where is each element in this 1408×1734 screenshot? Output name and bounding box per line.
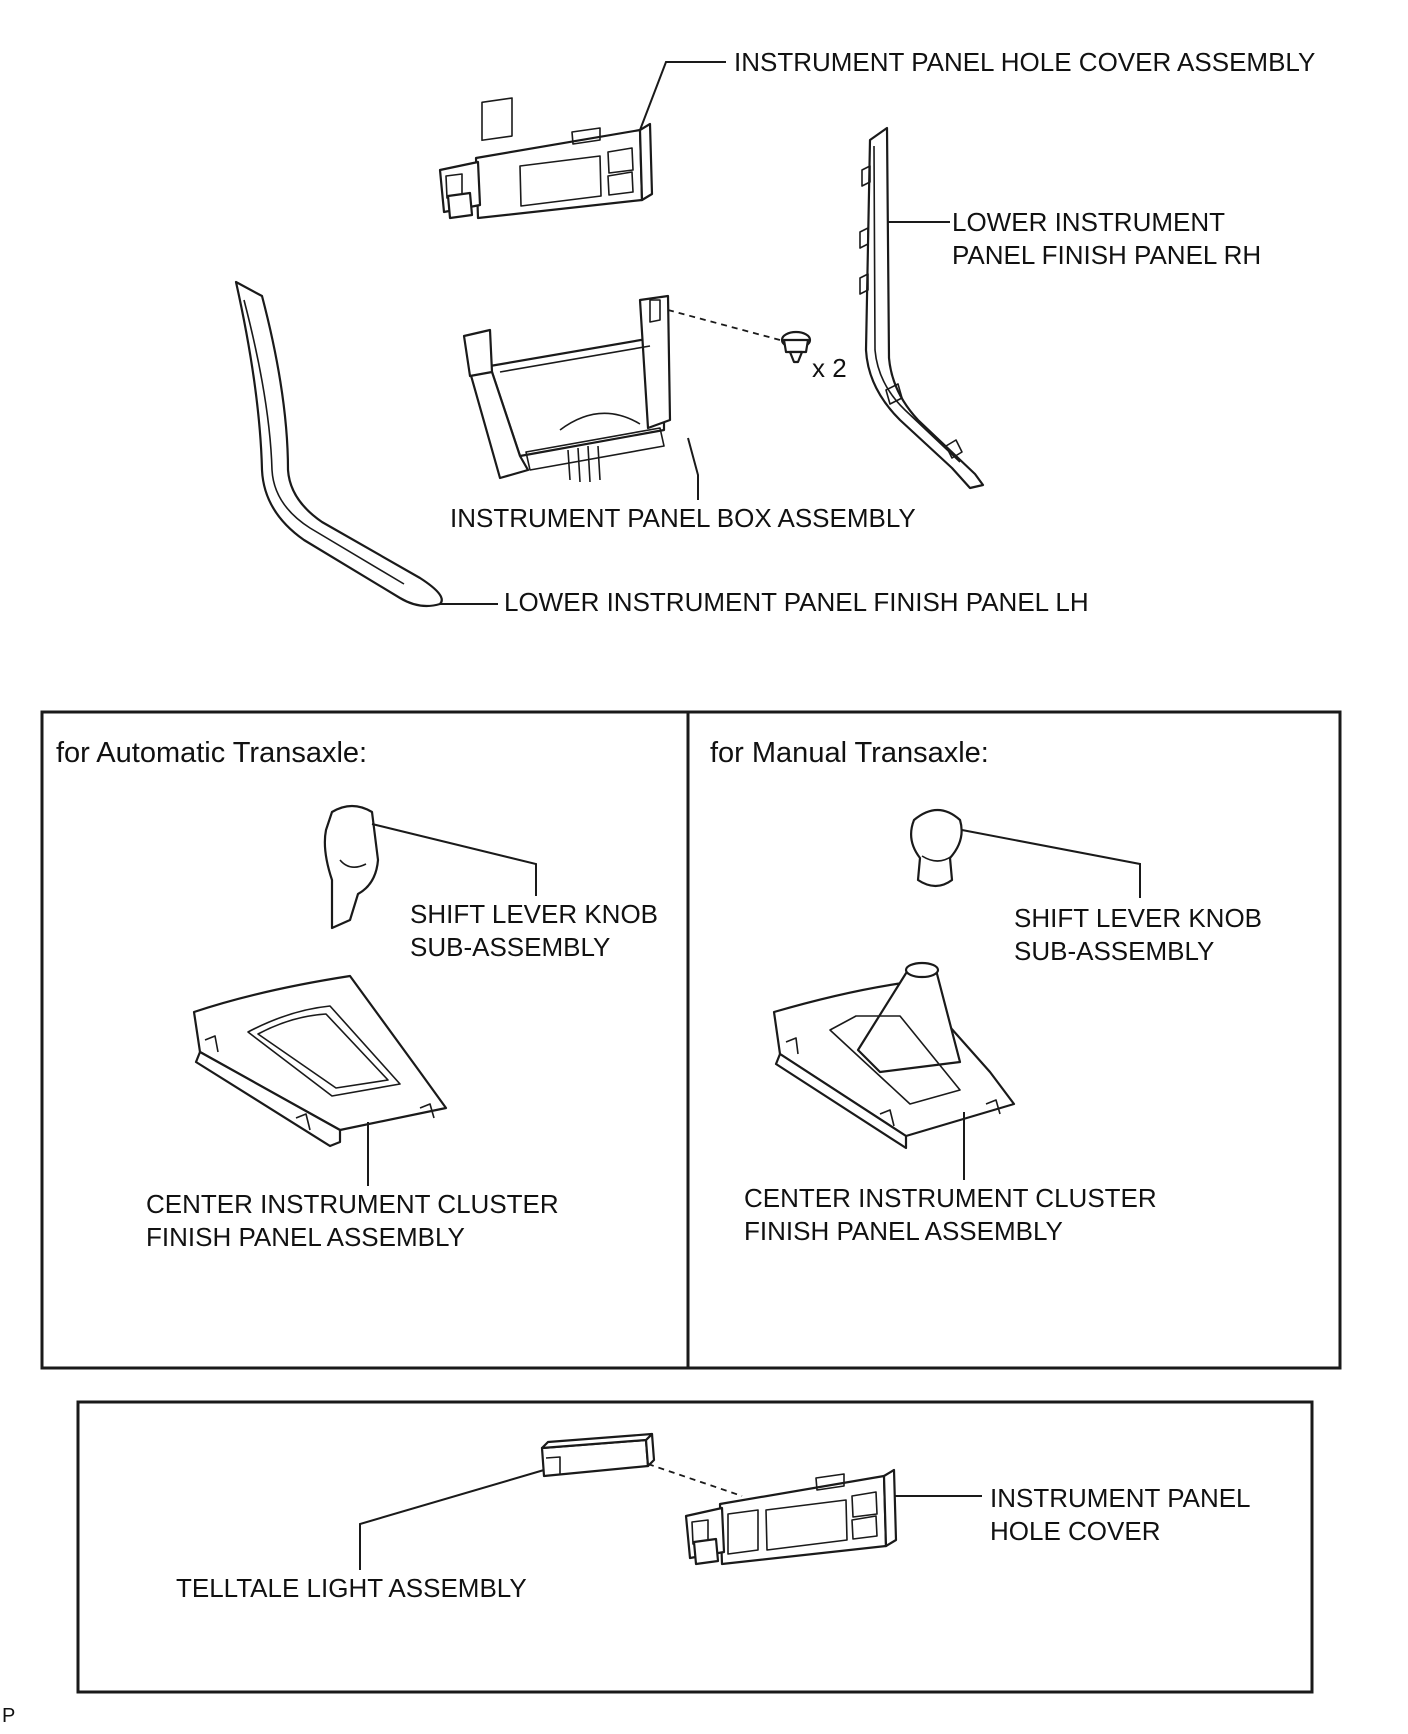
automatic-knob-label-line2: SUB-ASSEMBLY [410, 932, 611, 962]
manual-knob-label-line2: SUB-ASSEMBLY [1014, 936, 1215, 966]
manual-transaxle-header: for Manual Transaxle: [710, 737, 989, 769]
hole-cover-assembly-label: INSTRUMENT PANEL HOLE COVER ASSEMBLY [734, 47, 1316, 77]
screw-drawing [780, 330, 812, 364]
lower-finish-rh-label-line2: PANEL FINISH PANEL RH [952, 240, 1262, 270]
automatic-transaxle-header: for Automatic Transaxle: [56, 737, 368, 769]
hole-cover-drawing [684, 1468, 898, 1566]
automatic-shift-knob-drawing [323, 804, 380, 930]
bottom-leader-lines [359, 1469, 982, 1570]
manual-shift-knob-drawing [909, 808, 963, 888]
hole-cover-label-line2: HOLE COVER [990, 1516, 1161, 1546]
telltale-frame [76, 1400, 1314, 1694]
manual-cluster-label-line1: CENTER INSTRUMENT CLUSTER [744, 1183, 1157, 1213]
automatic-knob-label-line1: SHIFT LEVER KNOB [410, 899, 659, 929]
screw-quantity-label: x 2 [812, 353, 847, 383]
hole-cover-assembly-drawing [438, 97, 654, 220]
panel-box-assembly-label: INSTRUMENT PANEL BOX ASSEMBLY [450, 503, 916, 533]
automatic-cluster-label-line2: FINISH PANEL ASSEMBLY [146, 1222, 465, 1252]
telltale-light-drawing [540, 1432, 656, 1478]
lower-finish-lh-label: LOWER INSTRUMENT PANEL FINISH PANEL LH [504, 587, 1089, 617]
automatic-cluster-label-line1: CENTER INSTRUMENT CLUSTER [146, 1189, 559, 1219]
lower-finish-rh-label-line1: LOWER INSTRUMENT [952, 207, 1225, 237]
manual-cluster-label-line2: FINISH PANEL ASSEMBLY [744, 1216, 1063, 1246]
manual-knob-label-line1: SHIFT LEVER KNOB [1014, 903, 1263, 933]
telltale-light-label: TELLTALE LIGHT ASSEMBLY [176, 1573, 527, 1603]
automatic-cluster-panel-drawing [192, 974, 448, 1148]
lower-finish-panel-rh-drawing [859, 126, 985, 490]
corner-mark: P [2, 1705, 16, 1727]
manual-transaxle-frame [686, 710, 1342, 1370]
top-leader-lines [440, 61, 950, 605]
panel-box-assembly-drawing [462, 294, 672, 483]
lower-finish-panel-lh-drawing [234, 280, 443, 608]
hole-cover-label-line1: INSTRUMENT PANEL [990, 1483, 1251, 1513]
manual-cluster-panel-drawing [772, 961, 1016, 1150]
